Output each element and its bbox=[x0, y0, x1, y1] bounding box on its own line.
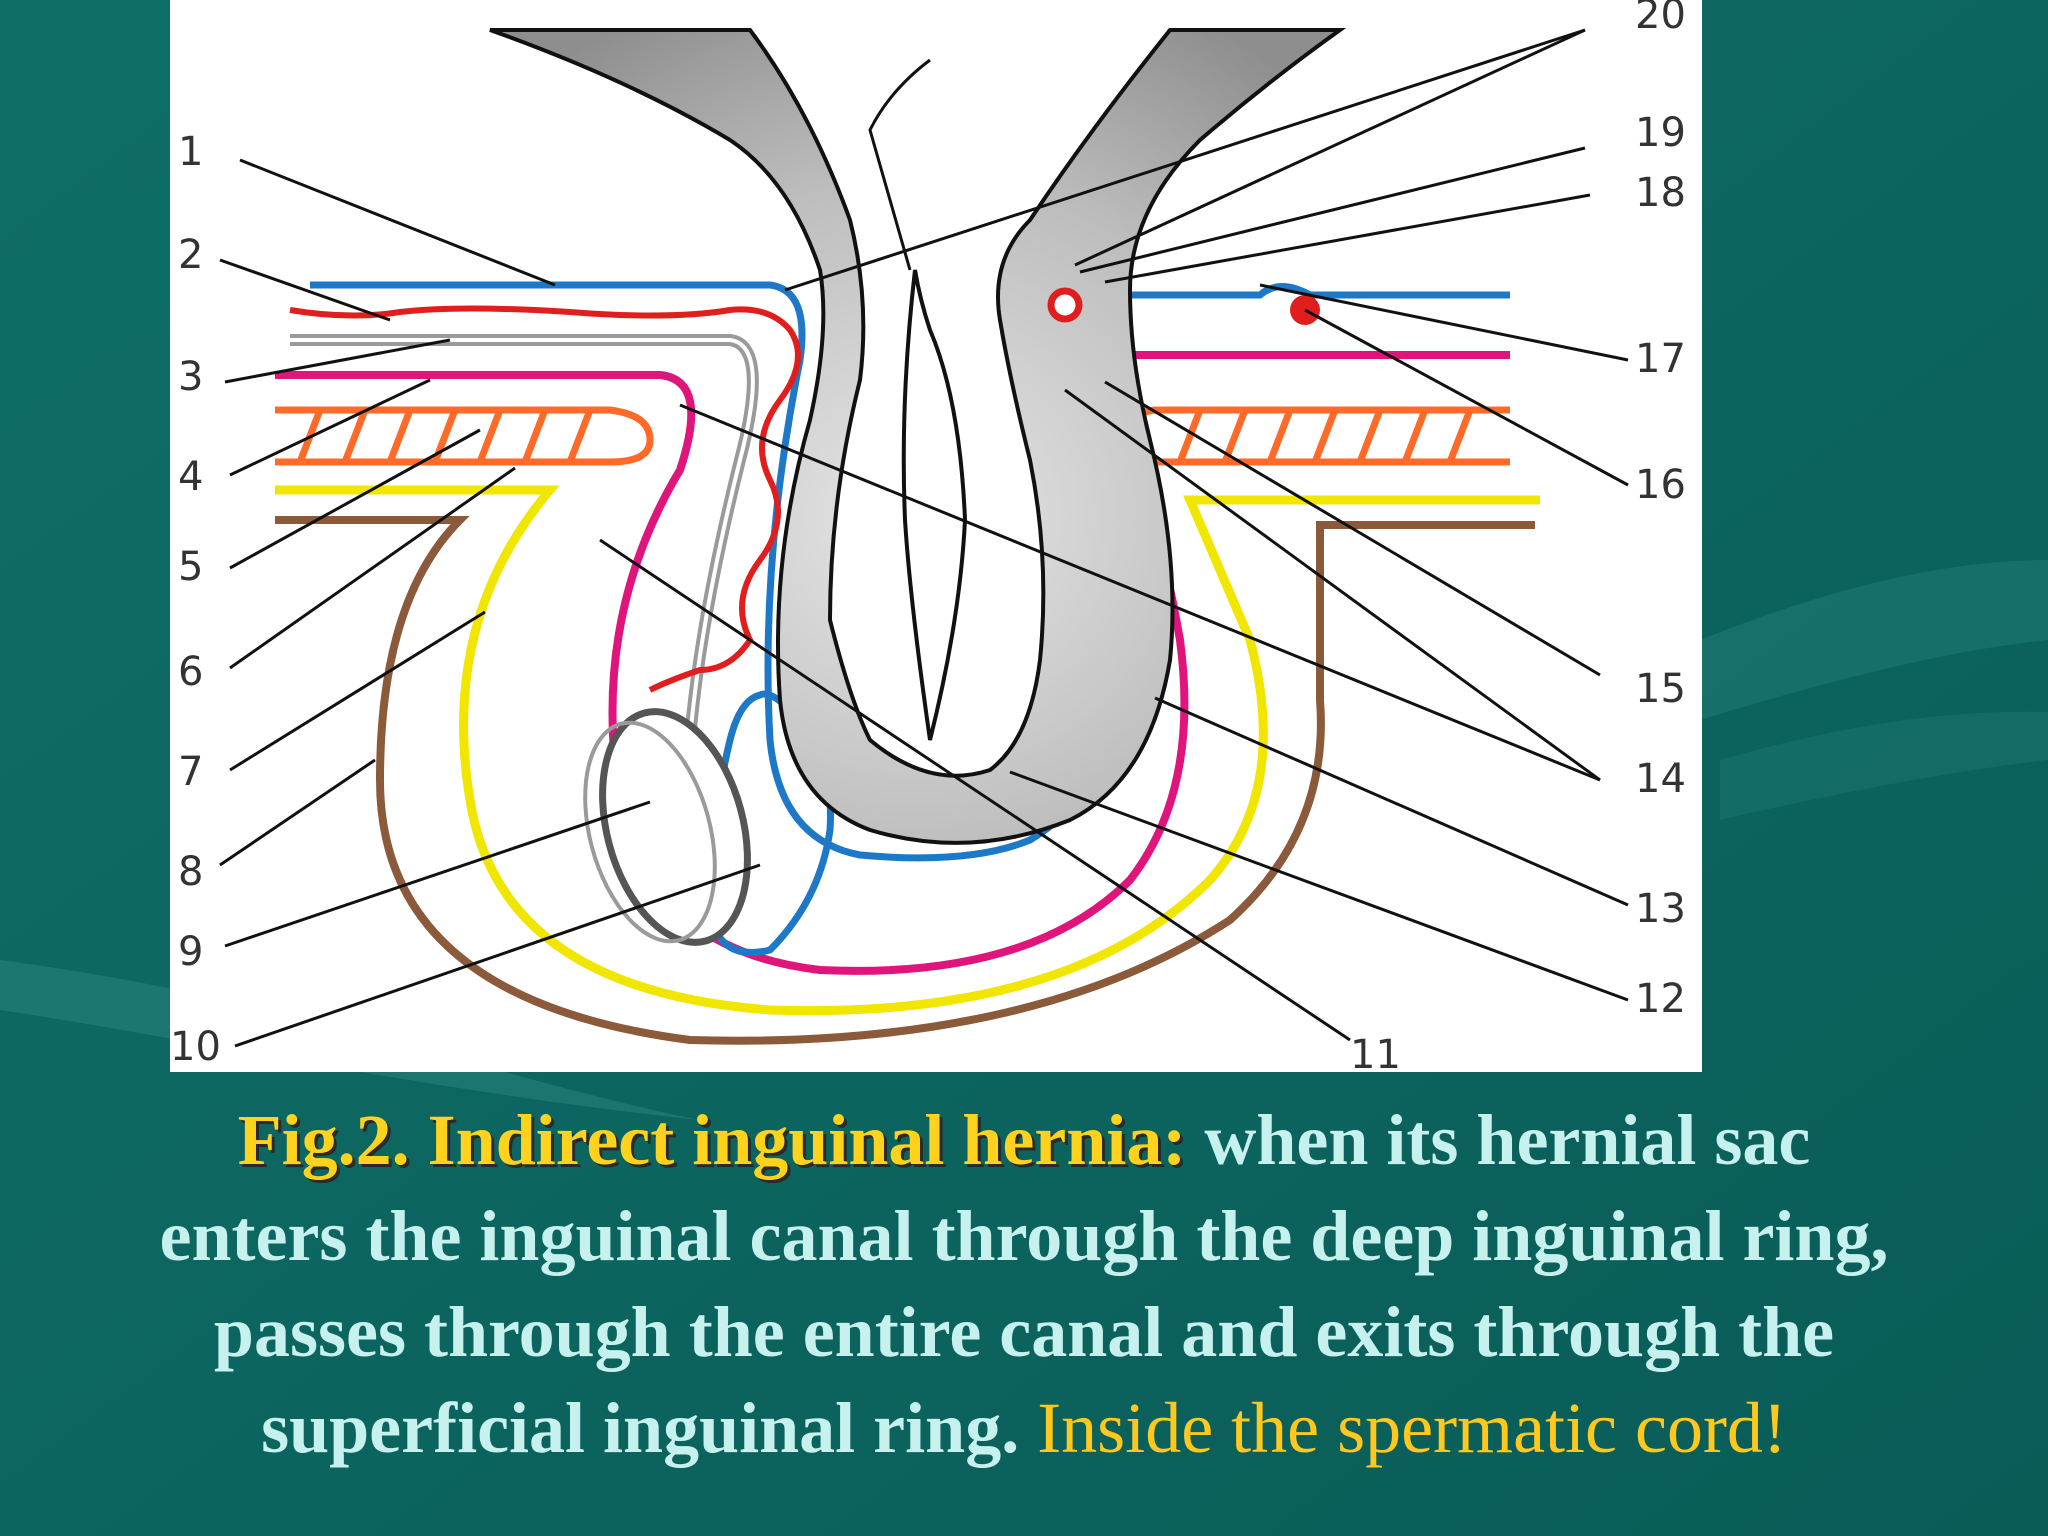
leader-lines bbox=[219, 28, 1629, 1048]
label-1: 1 bbox=[178, 129, 203, 175]
caption-line-4-text: superficial inguinal ring. bbox=[261, 1388, 1038, 1468]
label-3: 3 bbox=[178, 354, 203, 400]
label-8: 8 bbox=[178, 849, 203, 895]
testis bbox=[599, 708, 751, 946]
caption-lead: Fig.2. Indirect inguinal hernia: bbox=[237, 1100, 1187, 1180]
label-4: 4 bbox=[178, 454, 203, 500]
label-20: 20 bbox=[1635, 0, 1686, 38]
label-19: 19 bbox=[1635, 110, 1686, 156]
caption-line-1: Fig.2. Indirect inguinal hernia: when it… bbox=[0, 1092, 2048, 1188]
label-16: 16 bbox=[1635, 462, 1686, 508]
label-10: 10 bbox=[170, 1024, 221, 1070]
label-15: 15 bbox=[1635, 666, 1686, 712]
internal-oblique-muscle-right bbox=[1116, 406, 1510, 466]
label-14: 14 bbox=[1635, 756, 1686, 802]
caption-line-3: passes through the entire canal and exit… bbox=[213, 1292, 1835, 1372]
label-9: 9 bbox=[178, 929, 203, 975]
label-13: 13 bbox=[1635, 886, 1686, 932]
skin-layer bbox=[275, 516, 1535, 1045]
external-oblique-layer bbox=[275, 485, 1540, 1016]
label-6: 6 bbox=[178, 649, 203, 695]
label-18: 18 bbox=[1635, 170, 1686, 216]
inferior-epigastric-vessel-ring bbox=[1047, 287, 1083, 323]
label-17: 17 bbox=[1635, 336, 1686, 382]
label-5: 5 bbox=[178, 544, 203, 590]
caption-line-1-text: when its hernial sac bbox=[1186, 1100, 1811, 1180]
label-12: 12 bbox=[1635, 976, 1686, 1022]
caption-line-2: enters the inguinal canal through the de… bbox=[159, 1196, 1889, 1276]
internal-oblique-muscle-left bbox=[275, 406, 654, 466]
transversalis-fascia bbox=[275, 351, 1510, 975]
hernia-diagram: 1 2 3 4 5 6 7 8 9 10 11 12 13 14 15 16 1… bbox=[170, 0, 1702, 1072]
hernial-sac bbox=[489, 28, 1347, 845]
label-11: 11 bbox=[1350, 1032, 1401, 1072]
label-7: 7 bbox=[178, 749, 203, 795]
label-2: 2 bbox=[178, 232, 203, 278]
caption-tail: Inside the spermatic cord! bbox=[1037, 1388, 1787, 1468]
caption-line-4: superficial inguinal ring. Inside the sp… bbox=[0, 1380, 2048, 1476]
figure-caption: Fig.2. Indirect inguinal hernia: when it… bbox=[0, 1092, 2048, 1476]
